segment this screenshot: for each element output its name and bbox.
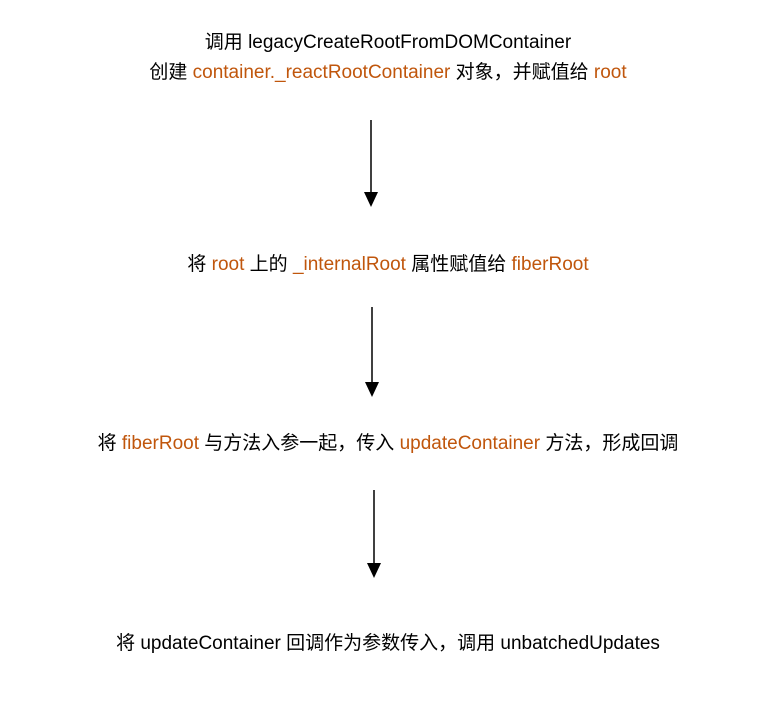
step-2-seg-3: 上的 bbox=[244, 254, 293, 275]
step-4-line-1: 将 updateContainer 回调作为参数传入，调用 unbatchedU… bbox=[0, 629, 776, 659]
step-1-line-2-seg-4: root bbox=[593, 62, 627, 83]
step-3-line-1: 将 fiberRoot 与方法入参一起，传入 updateContainer 方… bbox=[0, 429, 776, 459]
step-2-seg-1: 将 bbox=[187, 254, 212, 275]
step-2-seg-6: fiberRoot bbox=[511, 254, 589, 275]
step-2-seg-5: 属性赋值给 bbox=[405, 254, 512, 275]
step-3-seg-3: 与方法入参一起，传入 bbox=[199, 433, 400, 454]
step-3-seg-5: 方法，形成回调 bbox=[540, 433, 679, 454]
step-3-seg-4: updateContainer bbox=[399, 433, 541, 454]
step-1-line-2-seg-1: 创建 bbox=[149, 62, 193, 83]
step-2-text: 将 root 上的 _internalRoot 属性赋值给 fiberRoot bbox=[0, 250, 776, 280]
step-3-seg-1: 将 bbox=[97, 433, 122, 454]
step-1-line-2: 创建 container._reactRootContainer 对象，并赋值给… bbox=[0, 58, 776, 88]
step-4-text: 将 updateContainer 回调作为参数传入，调用 unbatchedU… bbox=[0, 629, 776, 659]
step-1-line-1: 调用 legacyCreateRootFromDOMContainer bbox=[0, 28, 776, 58]
step-3-seg-2: fiberRoot bbox=[121, 433, 200, 454]
step-2-seg-2: root bbox=[211, 254, 245, 275]
step-2-seg-4: _internalRoot bbox=[292, 254, 406, 275]
step-1-line-2-seg-2: container._reactRootContainer bbox=[192, 62, 451, 83]
step-1-text: 调用 legacyCreateRootFromDOMContainer 创建 c… bbox=[0, 28, 776, 88]
step-2-line-1: 将 root 上的 _internalRoot 属性赋值给 fiberRoot bbox=[0, 250, 776, 280]
step-1-line-1-seg-1: 调用 legacyCreateRootFromDOMContainer bbox=[204, 32, 572, 53]
step-1-line-2-seg-3: 对象，并赋值给 bbox=[450, 62, 594, 83]
step-3-text: 将 fiberRoot 与方法入参一起，传入 updateContainer 方… bbox=[0, 429, 776, 459]
step-4-seg-1: 将 updateContainer 回调作为参数传入，调用 unbatchedU… bbox=[116, 633, 660, 654]
